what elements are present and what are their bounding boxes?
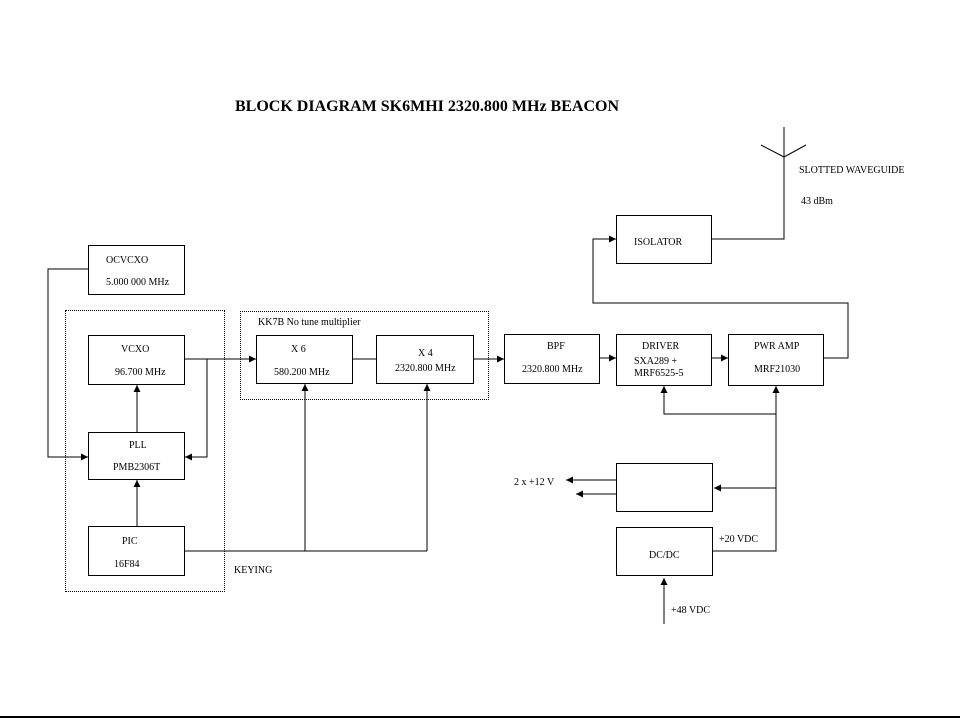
x4-block: X 4 2320.800 MHz <box>376 335 474 384</box>
pll-name: PLL <box>129 440 147 451</box>
pll-block: PLL PMB2306T <box>88 432 185 480</box>
driver-value-line1: SXA289 + <box>634 356 678 367</box>
wire-20v-main <box>712 386 777 552</box>
vcxo-name: VCXO <box>121 344 150 355</box>
x4-name: X 4 <box>418 348 433 359</box>
pwramp-value: MRF21030 <box>754 364 801 375</box>
bpf-block: BPF 2320.800 MHz <box>504 334 600 384</box>
pwramp-block: PWR AMP MRF21030 <box>728 334 824 386</box>
pwramp-name: PWR AMP <box>754 341 800 352</box>
wire-pwramp-isolator <box>592 235 849 359</box>
isolator-name: ISOLATOR <box>634 237 683 248</box>
regulator-block <box>616 463 713 512</box>
bpf-name: BPF <box>547 341 565 352</box>
bpf-value: 2320.800 MHz <box>522 364 583 375</box>
pic-block: PIC 16F84 <box>88 526 185 576</box>
ocvcxo-value: 5.000 000 MHz <box>106 277 170 288</box>
wire-20v-driver <box>660 386 776 415</box>
ocvcxo-block: OCVCXO 5.000 000 MHz <box>88 245 185 295</box>
dcdc-name: DC/DC <box>649 550 680 561</box>
supply-20v-label: +20 VDC <box>719 534 759 545</box>
keying-label: KEYING <box>234 565 273 576</box>
antenna-label: SLOTTED WAVEGUIDE <box>799 165 905 176</box>
x6-block: X 6 580.200 MHz <box>256 335 353 384</box>
power-out-label: 43 dBm <box>801 196 833 207</box>
wire-vcxo-pll <box>185 359 208 461</box>
vcxo-block: VCXO 96.700 MHz <box>88 335 185 385</box>
pll-value: PMB2306T <box>113 462 161 473</box>
x6-name: X 6 <box>291 344 306 355</box>
supply-48v-label: +48 VDC <box>671 605 711 616</box>
vcxo-value: 96.700 MHz <box>115 367 166 378</box>
wire-isolator-antenna <box>712 157 785 240</box>
pic-name: PIC <box>122 536 138 547</box>
x6-value: 580.200 MHz <box>274 367 330 378</box>
multiplier-group-label: KK7B No tune multiplier <box>258 317 361 328</box>
driver-block: DRIVER SXA289 + MRF6525-5 <box>616 334 712 386</box>
driver-name: DRIVER <box>642 341 680 352</box>
pic-value: 16F84 <box>114 559 140 570</box>
pll-group-outline <box>65 310 225 592</box>
ocvcxo-name: OCVCXO <box>106 255 149 266</box>
dcdc-block: DC/DC <box>616 527 713 576</box>
multiplier-group-outline <box>240 311 489 400</box>
bottom-rule <box>0 716 960 718</box>
isolator-block: ISOLATOR <box>616 215 712 264</box>
diagram-title: BLOCK DIAGRAM SK6MHI 2320.800 MHz BEACON <box>235 98 619 115</box>
supply-12v-label: 2 x +12 V <box>514 477 555 488</box>
driver-value-line2: MRF6525-5 <box>634 368 684 379</box>
x4-value: 2320.800 MHz <box>395 363 456 374</box>
wire-ocvcxo-pll <box>47 268 88 461</box>
